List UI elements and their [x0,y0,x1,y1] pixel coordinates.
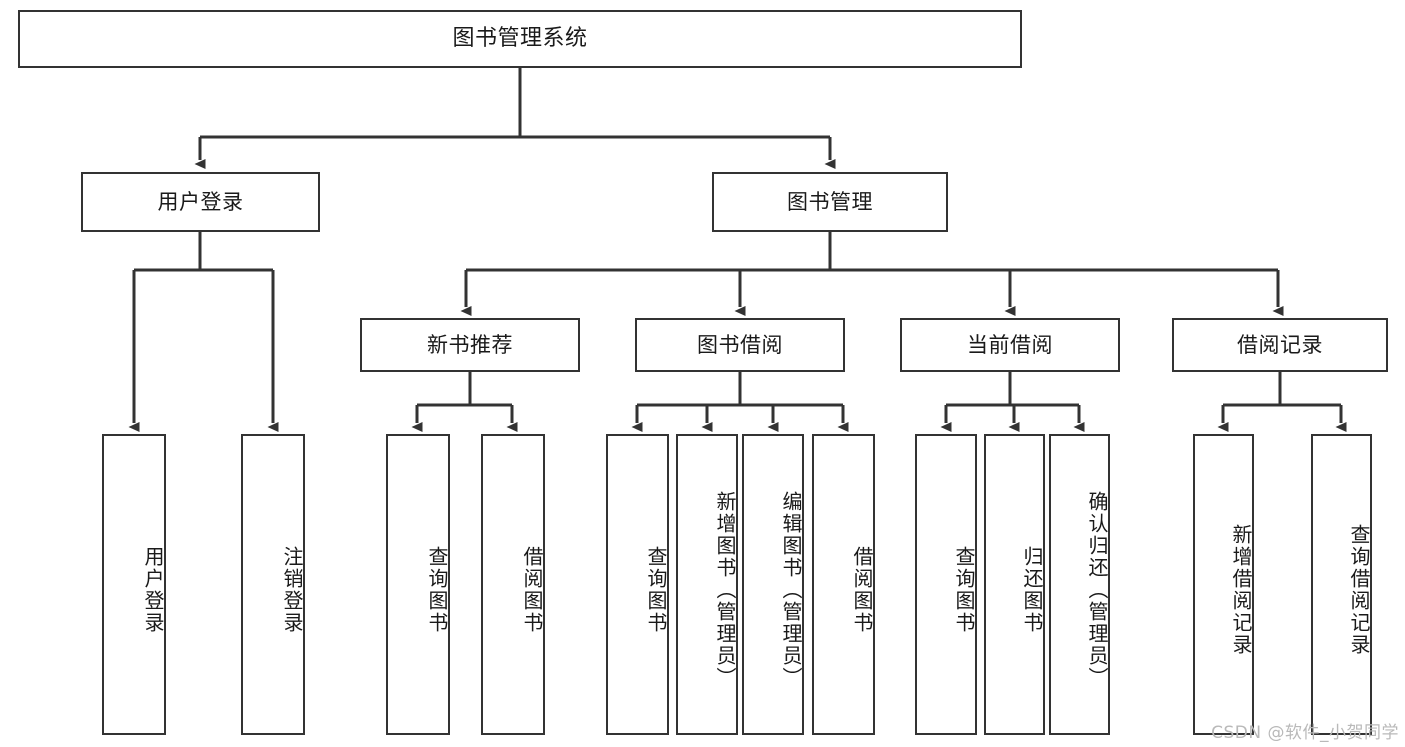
node-new-book-recommend-label: 新书推荐 [427,332,513,357]
leaf-add-record[interactable]: 新增借阅记录 [1193,434,1254,735]
node-book-manage[interactable]: 图书管理 [712,172,948,232]
leaf-query-record[interactable]: 查询借阅记录 [1311,434,1372,735]
watermark: CSDN @软件_小贺同学 [1211,723,1399,743]
node-root-label: 图书管理系统 [452,26,588,52]
leaf-query-book-1-label: 查询图书 [425,545,449,634]
leaf-add-book[interactable]: 新增图书（管理员） [676,434,738,735]
node-root[interactable]: 图书管理系统 [18,10,1022,68]
leaf-query-record-label: 查询借阅记录 [1347,523,1371,656]
leaf-logout-label: 注销登录 [280,545,304,634]
node-user-login-label: 用户登录 [157,189,244,214]
leaf-query-book-1[interactable]: 查询图书 [386,434,450,735]
leaf-return-book-label: 归还图书 [1020,545,1044,634]
node-current-borrow-label: 当前借阅 [967,332,1053,357]
node-book-borrow-label: 图书借阅 [697,332,783,357]
leaf-query-book-2-label: 查询图书 [644,545,668,634]
node-current-borrow[interactable]: 当前借阅 [900,318,1120,372]
leaf-return-book[interactable]: 归还图书 [984,434,1045,735]
leaf-logout[interactable]: 注销登录 [241,434,305,735]
leaf-user-login-label: 用户登录 [141,545,165,634]
node-user-login[interactable]: 用户登录 [81,172,320,232]
leaf-borrow-book-2[interactable]: 借阅图书 [812,434,875,735]
leaf-edit-book-label: 编辑图书（管理员） [779,490,803,689]
leaf-user-login[interactable]: 用户登录 [102,434,166,735]
leaf-add-record-label: 新增借阅记录 [1229,523,1253,656]
node-new-book-recommend[interactable]: 新书推荐 [360,318,580,372]
leaf-query-book-3-label: 查询图书 [952,545,976,634]
leaf-borrow-book-1-label: 借阅图书 [520,545,544,634]
leaf-query-book-3[interactable]: 查询图书 [915,434,977,735]
leaf-query-book-2[interactable]: 查询图书 [606,434,669,735]
leaf-confirm-return-label: 确认归还（管理员） [1085,490,1109,689]
leaf-borrow-book-1[interactable]: 借阅图书 [481,434,545,735]
leaf-edit-book[interactable]: 编辑图书（管理员） [742,434,804,735]
node-book-manage-label: 图书管理 [787,189,873,214]
leaf-confirm-return[interactable]: 确认归还（管理员） [1049,434,1110,735]
leaf-add-book-label: 新增图书（管理员） [713,490,737,689]
leaf-borrow-book-2-label: 借阅图书 [850,545,874,634]
node-book-borrow[interactable]: 图书借阅 [635,318,845,372]
node-borrow-record-label: 借阅记录 [1237,332,1323,357]
node-borrow-record[interactable]: 借阅记录 [1172,318,1388,372]
